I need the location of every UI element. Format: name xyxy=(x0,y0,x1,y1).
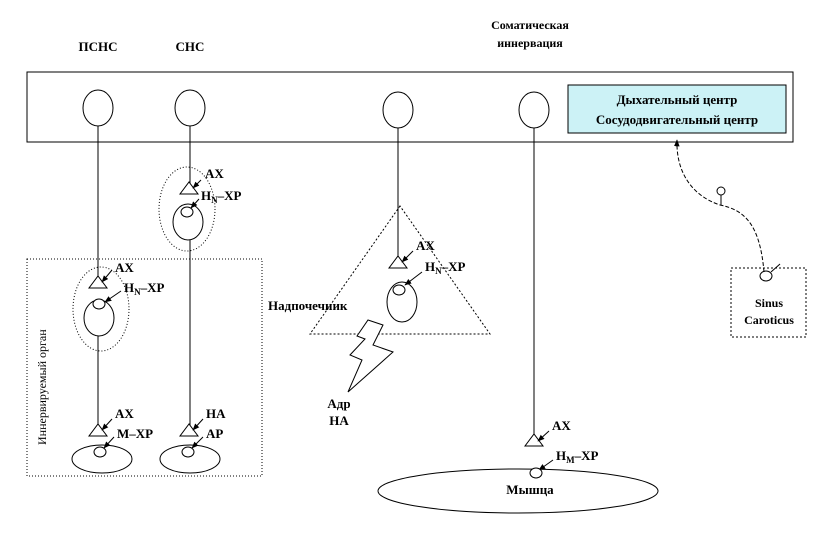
adrenal-ax-arrow xyxy=(401,250,414,263)
sns-central-neuron xyxy=(174,89,206,127)
psns-effector-ax-label: АХ xyxy=(115,406,134,421)
adrenal-receptor-arrow xyxy=(404,271,423,286)
psns-ganglion-ax-label: АХ xyxy=(115,260,134,275)
baroreceptor-tick xyxy=(770,263,781,273)
adrenal-receptor-label: НN–ХР xyxy=(425,259,466,276)
adrenal-central-neuron xyxy=(382,91,414,129)
afferent-ganglion-cell xyxy=(716,186,726,196)
release-adr-label: Адр xyxy=(327,396,350,411)
muscle-outline xyxy=(377,468,659,514)
cns-band xyxy=(26,71,794,143)
psns-effector-synapse-icon xyxy=(88,423,108,437)
innervated-organ-label: Иннервируемый орган xyxy=(35,329,49,445)
psns-ganglion-synapse-icon xyxy=(88,275,108,289)
adrenal-ax-label: АХ xyxy=(416,238,435,253)
sns-ganglion-boundary xyxy=(158,166,216,252)
hormone-release-bolt-icon xyxy=(347,319,394,393)
somatic-receptor-label: НМ–ХР xyxy=(556,448,599,465)
sns-ganglion-receptor xyxy=(180,206,194,218)
sns-ganglion-ax-arrow xyxy=(192,179,202,189)
sns-ganglion-ax-label: АХ xyxy=(205,166,224,181)
psns-effector-receptor-arrow xyxy=(103,436,115,449)
somatic-receptor-arrow xyxy=(538,459,554,471)
psns-effector-ax-arrow xyxy=(101,418,113,431)
psns-effector-cell xyxy=(71,444,133,474)
somatic-ax-label: АХ xyxy=(552,418,571,433)
somatic-ax-arrow xyxy=(537,430,550,442)
sns-effector-ha-label: НА xyxy=(206,406,226,421)
somatic-central-neuron xyxy=(518,91,550,129)
sns-ganglion-receptor-arrow xyxy=(190,198,200,209)
innervated-organ-box xyxy=(26,258,263,477)
vasomotor-center-label: Сосудодвигательный центр xyxy=(596,112,758,127)
sns-ganglion-synapse-icon xyxy=(179,181,199,195)
sns-effector-receptor xyxy=(181,446,195,458)
sns-label: СНС xyxy=(176,39,205,54)
sns-ganglion-receptor-label: НN–ХР xyxy=(201,188,242,205)
sns-effector-receptor-label: АР xyxy=(206,426,223,441)
afferent-pathway xyxy=(673,139,765,273)
psns-ganglion-boundary xyxy=(72,266,130,352)
psns-effector-receptor-label: М–ХР xyxy=(117,426,153,441)
centers-box xyxy=(567,84,787,134)
sinus-label-line2: Caroticus xyxy=(744,313,794,327)
psns-ganglion-ax-arrow xyxy=(101,269,113,283)
psns-label: ПСНС xyxy=(79,39,118,54)
adrenal-receptor xyxy=(392,284,406,296)
sns-effector-ha-arrow xyxy=(192,418,204,431)
somatic-synapse-icon xyxy=(524,433,544,447)
respiratory-center-label: Дыхательный центр xyxy=(617,92,738,107)
sns-effector-cell xyxy=(159,444,221,474)
muscle-receptor xyxy=(529,467,543,479)
sns-effector-receptor-arrow xyxy=(191,436,204,449)
psns-central-neuron xyxy=(82,89,114,127)
psns-ganglion-receptor xyxy=(92,298,106,310)
baroreceptor-ending xyxy=(759,270,773,282)
somatic-label-line2: иннервация xyxy=(497,36,563,50)
psns-ganglion-receptor-label: НN–ХР xyxy=(124,280,165,297)
sns-ganglion-neuron xyxy=(172,203,204,241)
adrenal-synapse-icon xyxy=(388,255,408,269)
somatic-label-line1: Соматическая xyxy=(491,18,569,32)
muscle-label: Мышца xyxy=(506,482,554,497)
sinus-label-line1: Sinus xyxy=(755,296,783,310)
psns-effector-receptor xyxy=(93,446,107,458)
release-ha-label: НА xyxy=(329,413,349,428)
adrenal-label: Надпочечник xyxy=(268,298,348,313)
sns-effector-synapse-icon xyxy=(179,423,199,437)
psns-ganglion-receptor-arrow xyxy=(104,290,122,303)
